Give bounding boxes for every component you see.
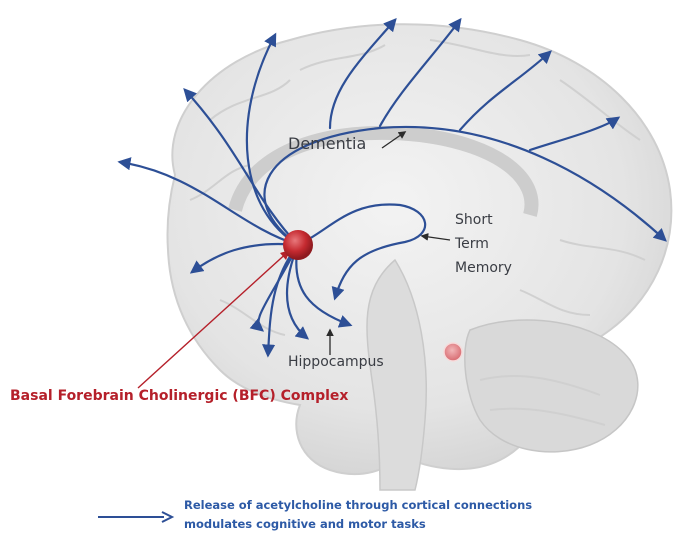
dementia-label: Dementia	[288, 136, 366, 152]
stm-line-3: Memory	[455, 256, 512, 280]
legend-text: Release of acetylcholine through cortica…	[184, 496, 532, 534]
hippocampus-label: Hippocampus	[288, 355, 384, 369]
bfc-complex-marker	[283, 230, 313, 260]
legend-arrow-icon	[96, 507, 176, 527]
legend-line-1: Release of acetylcholine through cortica…	[184, 496, 532, 515]
legend: Release of acetylcholine through cortica…	[96, 496, 656, 540]
bfc-complex-label: Basal Forebrain Cholinergic (BFC) Comple…	[10, 389, 348, 403]
legend-line-2: modulates cognitive and motor tasks	[184, 515, 532, 534]
stm-line-1: Short	[455, 208, 512, 232]
stm-line-2: Term	[455, 232, 512, 256]
brainstem-nucleus-marker	[444, 343, 462, 361]
brain-silhouette	[167, 24, 671, 490]
short-term-memory-label: Short Term Memory	[455, 208, 512, 280]
